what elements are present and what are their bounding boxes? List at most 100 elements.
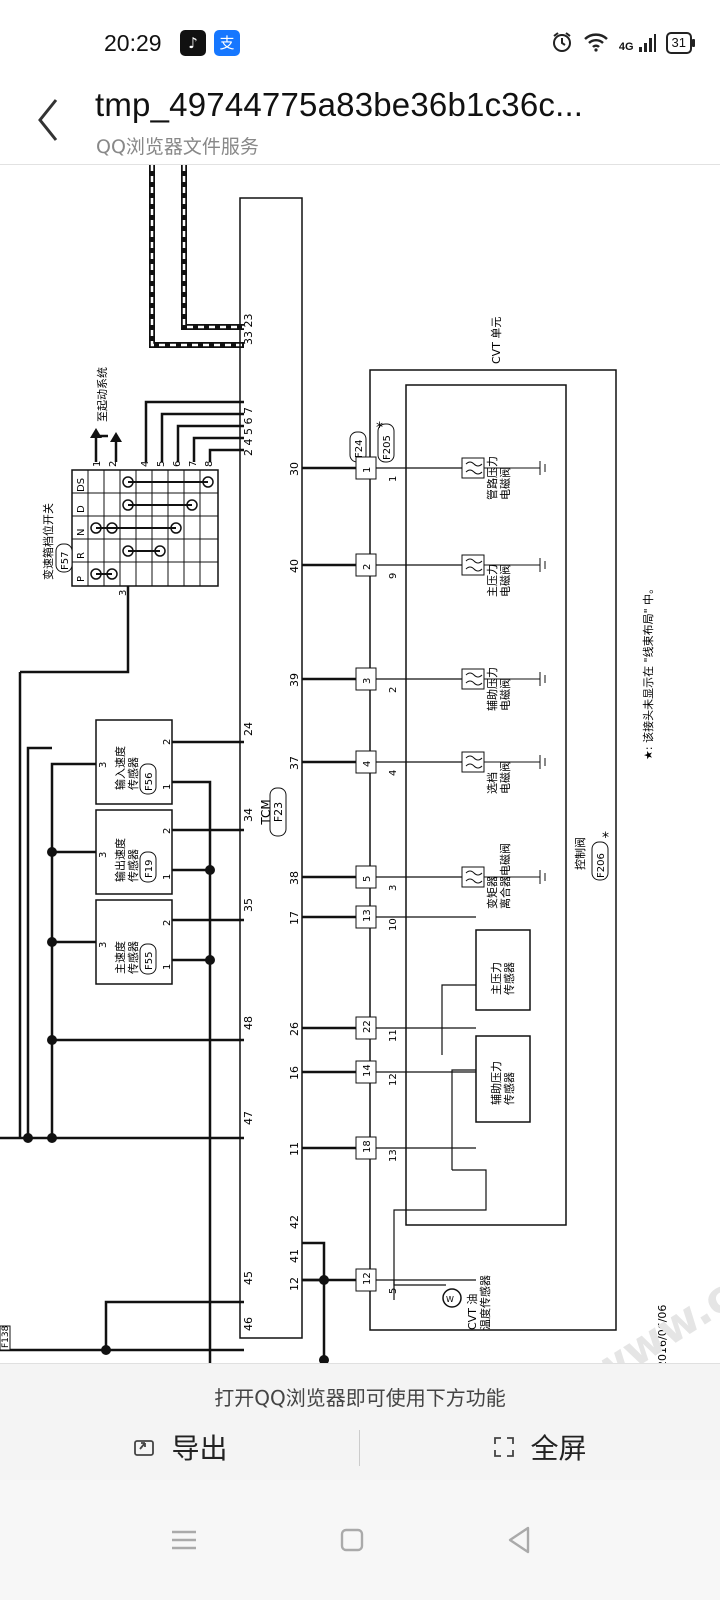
internal-pin-number: 2 — [388, 687, 399, 693]
shift-top-pin-2: 2 — [108, 461, 119, 467]
export-button[interactable]: 导出 — [0, 1422, 359, 1472]
sensor-input-speed-name: 输入速度传感器 — [113, 746, 140, 790]
shift-switch-id: F57 — [60, 552, 71, 570]
connector-pin-number: 18 — [362, 1140, 373, 1153]
tcm-pin-group-2: 2 4 5 6 7 — [242, 407, 255, 456]
sensor-main-speed: 主速度传感器 F55 3 2 1 — [95, 899, 173, 985]
back-button[interactable] — [26, 90, 70, 146]
action-hint: 打开QQ浏览器即可使用下方功能 — [214, 1386, 506, 1410]
diagram-note: ★: 该接头未显示在 "线束布局" 中。 — [641, 583, 655, 760]
wire-number: 37 — [288, 756, 301, 770]
shift-top-pin-6: 6 — [172, 461, 183, 467]
wire-number: 41 — [288, 1249, 301, 1263]
wire-number: 40 — [288, 559, 301, 573]
svg-text:2: 2 — [162, 739, 173, 745]
connector-f24: F24 — [354, 440, 365, 458]
wire-number: 39 — [288, 673, 301, 687]
internal-pin-number: 9 — [388, 573, 399, 579]
back-nav-button[interactable] — [496, 1516, 544, 1564]
fullscreen-button[interactable]: 全屏 — [360, 1422, 719, 1472]
sensor-output-speed-name: 输出速度传感器 — [113, 838, 140, 882]
home-icon — [340, 1528, 364, 1552]
home-button[interactable] — [328, 1516, 376, 1564]
solenoid-symbol — [461, 866, 485, 888]
aux-pressure-sensor — [475, 1035, 531, 1123]
wire-number: 26 — [288, 1022, 301, 1036]
watermark: www.car60 — [579, 1211, 720, 1363]
solenoid-name: 变矩器离合器电磁阀 — [485, 843, 512, 909]
solenoid-name: 主压力电磁阀 — [486, 564, 512, 597]
tcm-id-badge: F23 — [269, 787, 287, 837]
control-valve-label: 控制阀 — [573, 837, 587, 870]
signal-icon: 4G — [619, 33, 656, 53]
oil-temp-sensor-name: CVT 油温度传感器 — [465, 1275, 492, 1330]
tcm-id: F23 — [272, 802, 285, 822]
connector-pin-number: 13 — [362, 909, 373, 922]
shift-top-pin-8: 8 — [204, 461, 215, 467]
solenoid-name: 选档电磁阀 — [485, 761, 512, 794]
svg-text:3: 3 — [98, 852, 109, 858]
sensor-main-speed-id: F55 — [144, 952, 155, 970]
document-title: tmp_49744775a83be36b1c36c... — [95, 86, 584, 123]
recents-button[interactable] — [160, 1516, 208, 1564]
document-subtitle: QQ浏览器文件服务 — [96, 136, 259, 158]
ground-symbol — [484, 755, 546, 769]
wire-number: 42 — [288, 1215, 301, 1229]
shift-pos-N: N — [76, 529, 87, 536]
wire-number: 11 — [288, 1142, 301, 1156]
internal-pin-number: 11 — [388, 1029, 399, 1042]
tcm-pin-35: 35 — [242, 898, 255, 912]
sensor-input-speed-id: F56 — [144, 773, 155, 791]
tcm-pin-46: 46 — [242, 1317, 255, 1331]
svg-text:3: 3 — [98, 762, 109, 768]
to-starting-system-label: 至起动系统 — [96, 367, 109, 422]
shift-top-pin-1: 1 — [92, 461, 103, 467]
shift-pos-R: R — [76, 552, 87, 559]
network-label: 4G — [618, 41, 634, 53]
sensor-input-speed: 输入速度传感器 F56 3 2 1 — [95, 719, 173, 805]
sensor-main-speed-name: 主速度传感器 — [113, 941, 140, 974]
svg-text:1: 1 — [162, 784, 173, 790]
connector-pin-number: 12 — [362, 1272, 373, 1285]
wire-number: 16 — [288, 1066, 301, 1080]
shift-top-pin-7: 7 — [188, 461, 199, 467]
fullscreen-icon — [494, 1437, 515, 1457]
shift-pos-D: D — [76, 505, 87, 513]
diagram-date: 2016/06/06 — [656, 1305, 669, 1363]
tcm-pin-24: 24 — [242, 722, 255, 736]
ground-symbol — [484, 870, 546, 884]
svg-text:*: * — [602, 830, 609, 846]
connector-pin-number: 22 — [362, 1020, 373, 1033]
wire-number: 38 — [288, 871, 301, 885]
menu-icon — [172, 1530, 196, 1550]
wiring-diagram: TCM F23 33 23 2 4 5 6 7 24 34 35 48 47 4… — [0, 165, 720, 1363]
wire-number: 12 — [288, 1277, 301, 1291]
system-nav-bar — [0, 1480, 720, 1600]
wire-number: 30 — [288, 462, 301, 476]
export-label: 导出 — [171, 1432, 228, 1465]
status-bar: 20:29 ♪ 支 4G 31 — [0, 0, 720, 86]
document-viewer[interactable]: TCM F23 33 23 2 4 5 6 7 24 34 35 48 47 4… — [0, 165, 720, 1363]
connector-pin-number: 5 — [362, 876, 373, 882]
internal-pin-number: 13 — [388, 1149, 399, 1162]
connector-pin-number: 2 — [362, 564, 373, 570]
action-divider — [359, 1430, 360, 1466]
ground-symbol — [484, 461, 546, 475]
aux-pressure-sensor-name: 辅助压力传感器 — [489, 1061, 516, 1105]
shift-switch-grid: P R N D DS 1 2 4 5 6 7 8 3 — [71, 461, 219, 596]
shift-pos-DS: DS — [76, 478, 87, 492]
cvt-unit-label: CVT 单元 — [490, 317, 503, 364]
back-arrow-icon — [38, 99, 58, 141]
shift-pos-P: P — [76, 576, 87, 582]
svg-text:2: 2 — [162, 920, 173, 926]
connector-pin-number: 4 — [362, 761, 373, 767]
alarm-icon — [551, 31, 573, 56]
svg-text:1: 1 — [162, 874, 173, 880]
solenoid-symbol — [461, 668, 485, 690]
svg-text:2: 2 — [162, 828, 173, 834]
solenoid-symbol — [461, 554, 485, 576]
export-icon — [134, 1440, 155, 1456]
solenoid-symbol — [461, 751, 485, 773]
back-triangle-icon — [508, 1526, 530, 1554]
connector-pin-number: 14 — [362, 1064, 373, 1077]
